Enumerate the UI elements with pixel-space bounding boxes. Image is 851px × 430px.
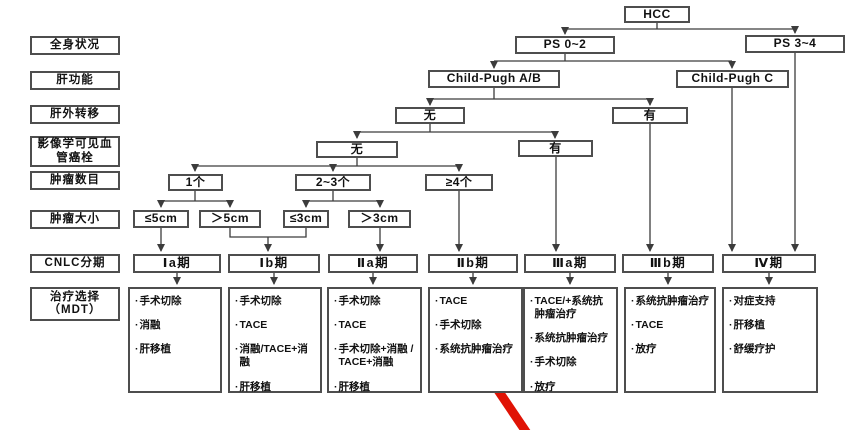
node-vascular-invasion-yes: 有 bbox=[518, 140, 593, 157]
row-label-cnlc-stage: CNLC分期 bbox=[30, 254, 120, 273]
stage-box-1b: Ⅰb期 bbox=[228, 254, 320, 273]
treatment-item: ·TACE bbox=[435, 295, 468, 307]
treatment-item: ·手术切除 bbox=[435, 319, 482, 332]
treatment-item: ·TACE bbox=[235, 319, 268, 332]
node-child-pugh-ab: Child-Pugh A/B bbox=[428, 70, 560, 88]
node-size-gt-5cm: ＞5cm bbox=[199, 210, 261, 228]
treatment-box-2a: ·手术切除 ·TACE ·手术切除+消融 / TACE+消融 ·肝移植 bbox=[327, 287, 422, 393]
treatment-box-1a: ·手术切除 ·消融 ·肝移植 bbox=[128, 287, 222, 393]
bullet: · bbox=[135, 319, 139, 332]
bullet: · bbox=[435, 343, 439, 356]
treatment-box-2b: ·TACE ·手术切除 ·系统抗肿瘤治疗 bbox=[428, 287, 523, 393]
bullet: · bbox=[530, 295, 534, 307]
bullet: · bbox=[435, 319, 439, 332]
row-label-tumor-number: 肿瘤数目 bbox=[30, 171, 120, 190]
treatment-item: ·系统抗肿瘤治疗 bbox=[631, 295, 709, 307]
row-label-vascular-invasion: 影像学可见血管癌栓 bbox=[30, 136, 120, 167]
node-vascular-invasion-no: 无 bbox=[316, 141, 398, 158]
treatment-item: ·系统抗肿瘤治疗 bbox=[435, 343, 513, 356]
row-label-liver-function: 肝功能 bbox=[30, 71, 120, 90]
bullet: · bbox=[135, 295, 139, 307]
bullet: · bbox=[631, 343, 635, 356]
treatment-item: ·TACE bbox=[631, 319, 664, 332]
treatment-item: ·肝移植 bbox=[334, 380, 370, 393]
treatment-item: ·系统抗肿瘤治疗 bbox=[530, 332, 608, 345]
row-label-treatment-mdt: 治疗选择 （MDT） bbox=[30, 287, 120, 321]
bullet: · bbox=[235, 295, 239, 307]
treatment-item: ·TACE bbox=[334, 319, 367, 332]
bullet: · bbox=[530, 380, 534, 393]
bullet: · bbox=[334, 343, 338, 356]
row-label-extrahepatic-metastasis: 肝外转移 bbox=[30, 105, 120, 124]
treatment-box-3b: ·系统抗肿瘤治疗 ·TACE ·放疗 bbox=[624, 287, 716, 393]
bullet: · bbox=[235, 343, 239, 356]
treatment-item: ·消融 bbox=[135, 319, 161, 332]
node-tumor-count-ge4: ≥4个 bbox=[425, 174, 493, 191]
treatment-item: ·肝移植 bbox=[235, 380, 271, 393]
bullet: · bbox=[631, 319, 635, 332]
stage-box-2a: Ⅱa期 bbox=[328, 254, 418, 273]
treatment-item: ·舒缓疗护 bbox=[729, 343, 776, 356]
treatment-item: ·手术切除 bbox=[530, 356, 577, 369]
treatment-item: ·手术切除 bbox=[334, 295, 381, 307]
treatment-box-1b: ·手术切除 ·TACE ·消融/TACE+消融 ·肝移植 bbox=[228, 287, 322, 393]
node-ps-0-2: PS 0~2 bbox=[515, 36, 615, 54]
node-tumor-count-1: 1个 bbox=[168, 174, 223, 191]
node-extrahepatic-met-yes: 有 bbox=[612, 107, 688, 124]
stage-box-2b: Ⅱb期 bbox=[428, 254, 518, 273]
node-size-le-5cm: ≤5cm bbox=[133, 210, 189, 228]
treatment-item: ·手术切除+消融 / TACE+消融 bbox=[334, 343, 414, 369]
bullet: · bbox=[729, 295, 733, 307]
node-ps-3-4: PS 3~4 bbox=[745, 35, 845, 53]
bullet: · bbox=[435, 295, 439, 307]
node-hcc: HCC bbox=[624, 6, 690, 23]
bullet: · bbox=[530, 356, 534, 369]
bullet: · bbox=[334, 295, 338, 307]
treatment-item: ·消融/TACE+消融 bbox=[235, 343, 308, 369]
bullet: · bbox=[334, 380, 338, 393]
bullet: · bbox=[235, 380, 239, 393]
bullet: · bbox=[631, 295, 635, 307]
row-label-tumor-size: 肿瘤大小 bbox=[30, 210, 120, 229]
stage-box-3b: Ⅲb期 bbox=[622, 254, 714, 273]
treatment-box-4: ·对症支持 ·肝移植 ·舒缓疗护 bbox=[722, 287, 818, 393]
node-size-gt-3cm: ＞3cm bbox=[348, 210, 411, 228]
treatment-item: ·放疗 bbox=[530, 380, 556, 393]
row-label-general-condition: 全身状况 bbox=[30, 36, 120, 55]
node-extrahepatic-met-no: 无 bbox=[395, 107, 465, 124]
stage-box-4: Ⅳ期 bbox=[722, 254, 816, 273]
bullet: · bbox=[135, 343, 139, 356]
stage-box-3a: Ⅲa期 bbox=[524, 254, 616, 273]
treatment-item: ·手术切除 bbox=[135, 295, 182, 307]
node-size-le-3cm: ≤3cm bbox=[283, 210, 329, 228]
treatment-item: ·肝移植 bbox=[729, 319, 765, 332]
bullet: · bbox=[729, 343, 733, 356]
node-tumor-count-2-3: 2~3个 bbox=[295, 174, 371, 191]
treatment-item: ·肝移植 bbox=[135, 343, 171, 356]
stage-box-1a: Ⅰa期 bbox=[133, 254, 221, 273]
treatment-item: ·对症支持 bbox=[729, 295, 776, 307]
treatment-box-3a: ·TACE/+系统抗肿瘤治疗 ·系统抗肿瘤治疗 ·手术切除 ·放疗 bbox=[523, 287, 618, 393]
bullet: · bbox=[334, 319, 338, 332]
bullet: · bbox=[530, 332, 534, 345]
bullet: · bbox=[729, 319, 733, 332]
treatment-item: ·TACE/+系统抗肿瘤治疗 bbox=[530, 295, 603, 321]
treatment-item: ·手术切除 bbox=[235, 295, 282, 307]
node-child-pugh-c: Child-Pugh C bbox=[676, 70, 789, 88]
treatment-item: ·放疗 bbox=[631, 343, 657, 356]
bullet: · bbox=[235, 319, 239, 332]
tree-wires bbox=[157, 23, 799, 285]
